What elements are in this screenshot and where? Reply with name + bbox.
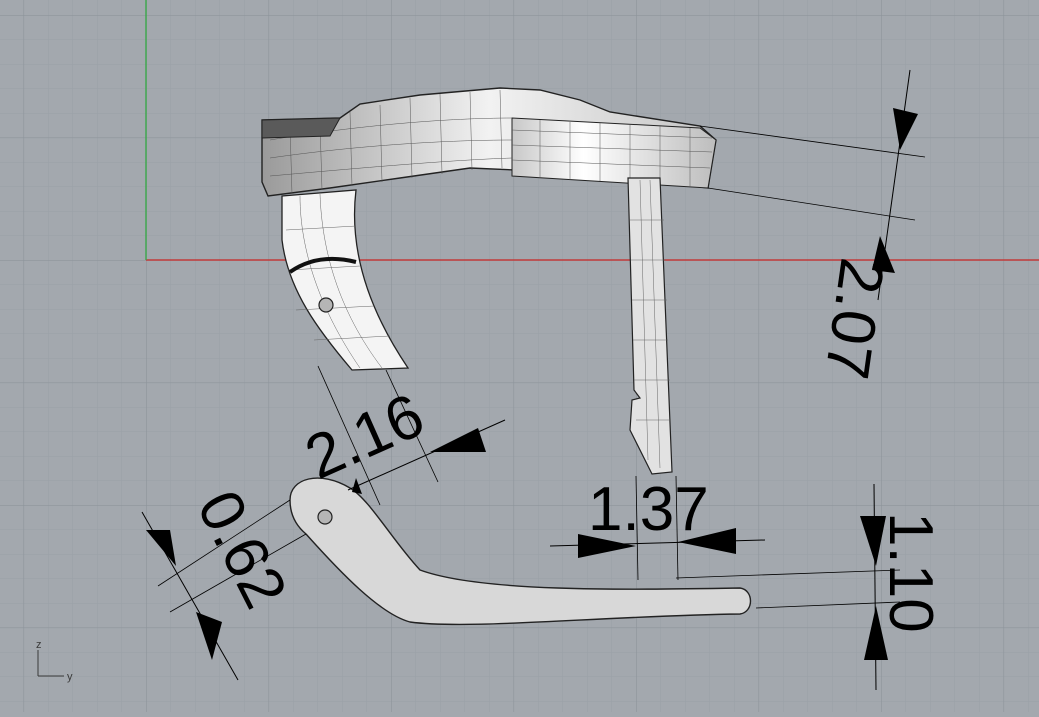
hook-pivot-hole (318, 297, 334, 313)
dim-207-label: 2.07 (811, 254, 896, 383)
lower-lever-part[interactable] (289, 477, 752, 626)
dimension-1-10[interactable]: 1.10 (675, 483, 945, 691)
dimension-2-07[interactable]: 2.07 (699, 69, 926, 383)
upper-body-part[interactable] (261, 87, 717, 197)
gizmo-z-label: z (36, 639, 42, 651)
axis-gizmo: z y (36, 639, 73, 683)
gizmo-y-label: y (67, 671, 73, 683)
lever-pivot-hole (317, 509, 333, 525)
hook-clamp-part[interactable] (281, 189, 410, 371)
dim-137-label: 1.37 (588, 475, 709, 544)
dimension-1-37[interactable]: 1.37 (549, 475, 766, 581)
dim-110-label: 1.10 (876, 512, 945, 633)
vertical-blade-part[interactable] (627, 177, 673, 475)
